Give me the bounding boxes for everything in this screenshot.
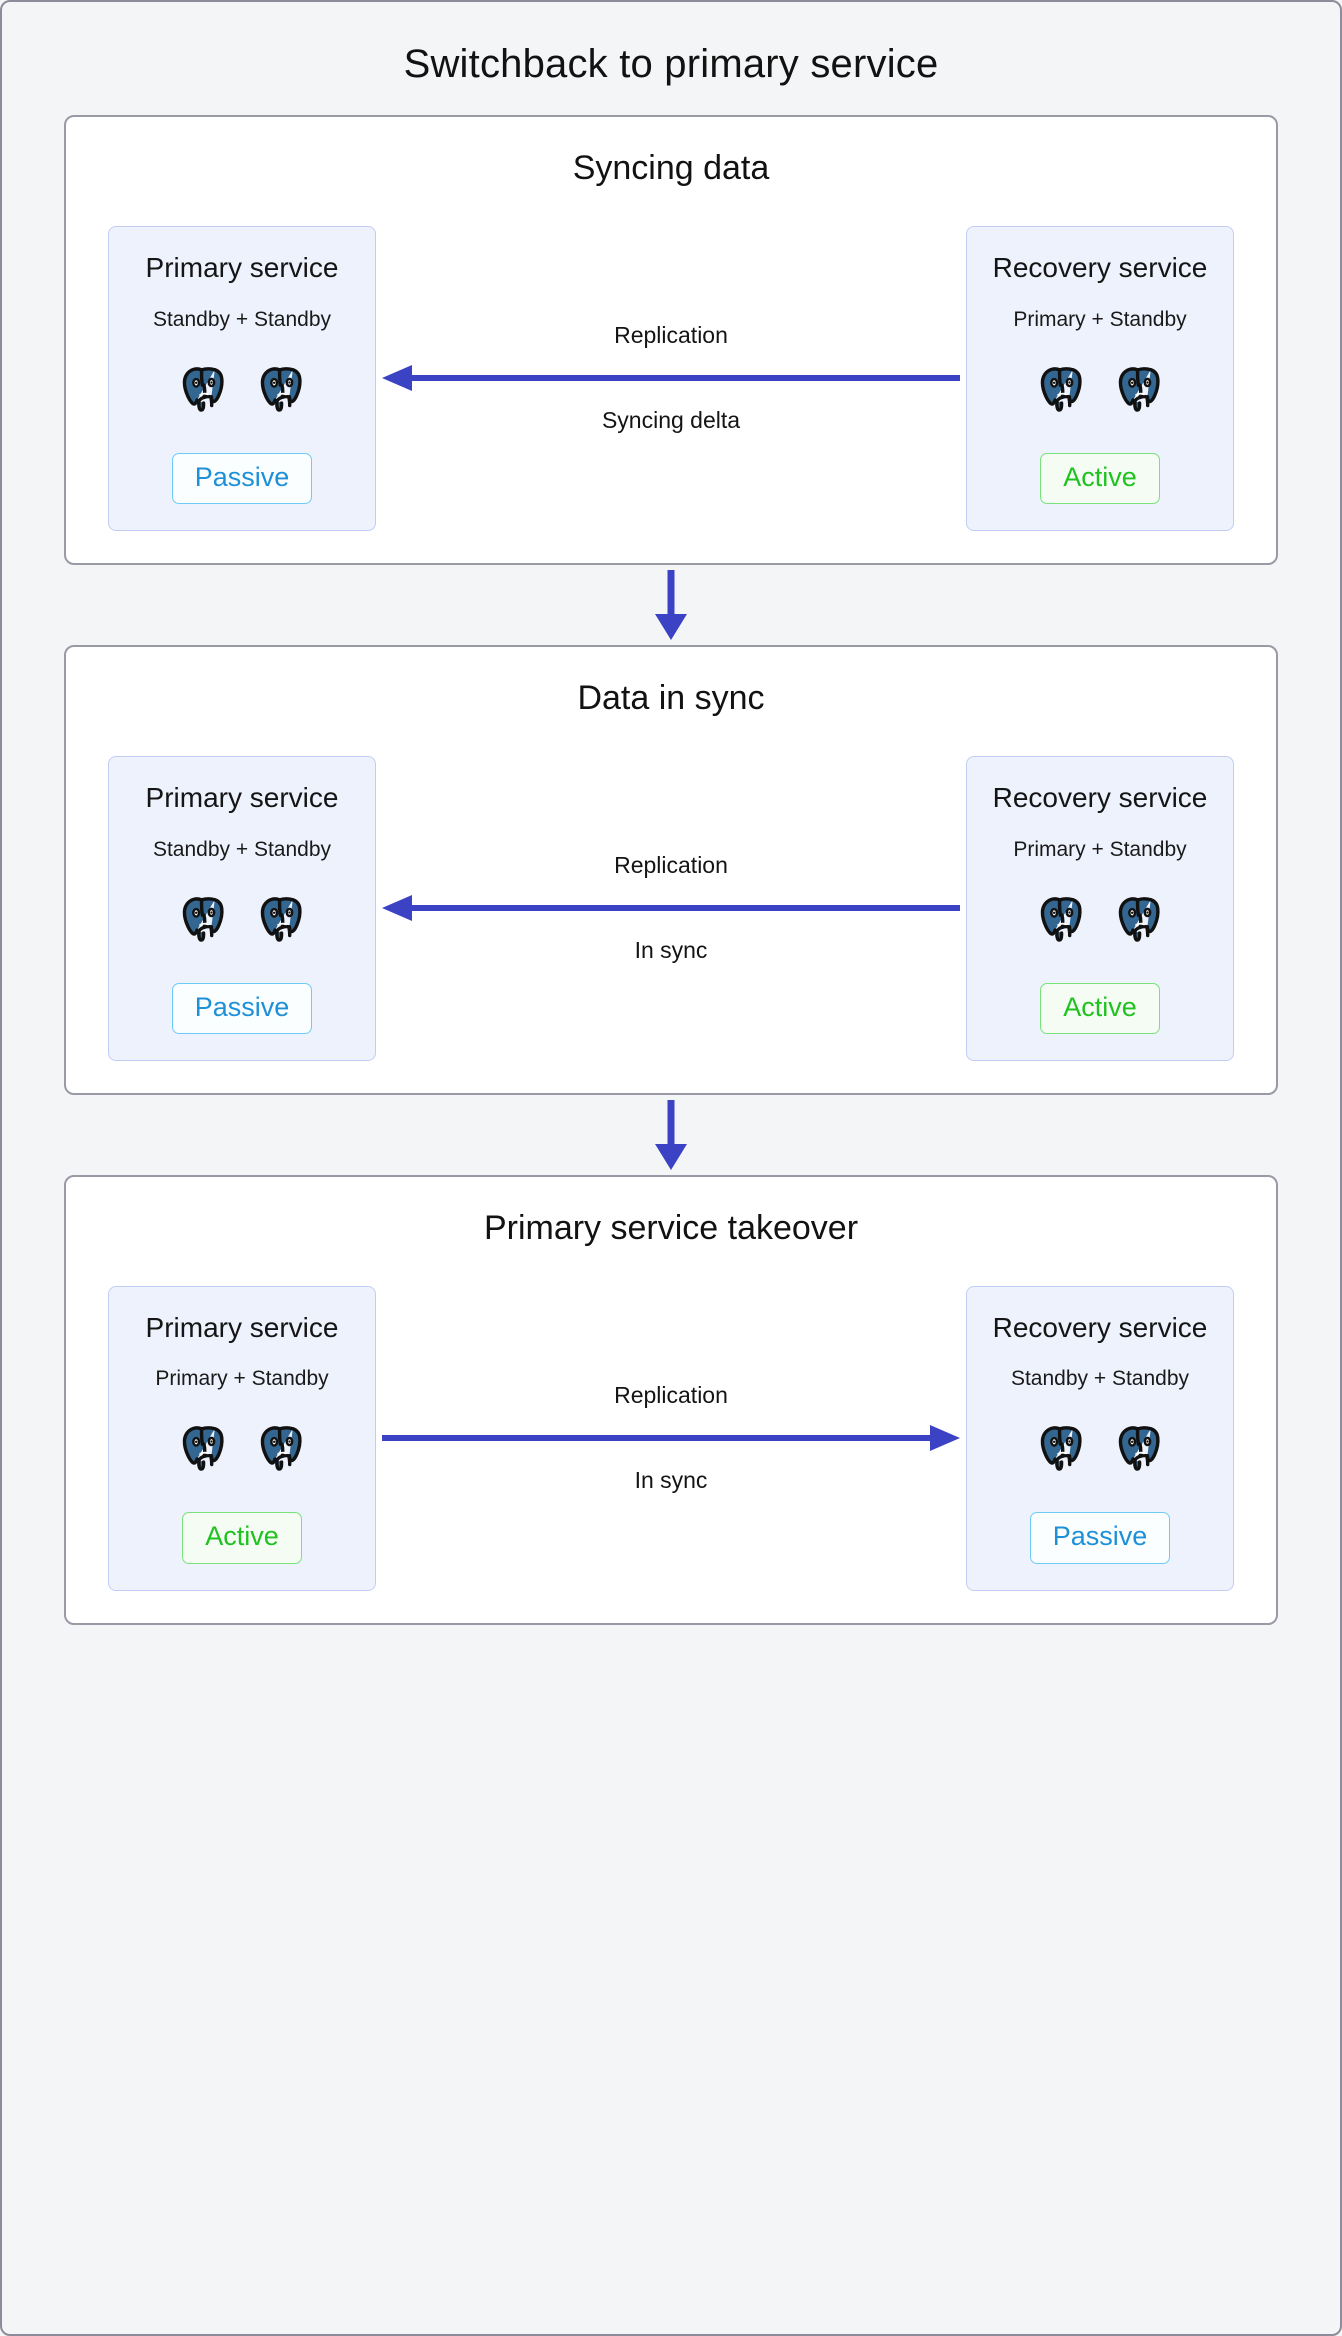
panel-stack: Syncing data Primary service Standby + S… (2, 115, 1340, 1625)
status-badge: Active (182, 1512, 302, 1564)
node-list (1035, 892, 1165, 949)
replication-status-label: In sync (634, 1467, 708, 1494)
service-roles: Primary + Standby (155, 1367, 329, 1391)
stage-body: Primary service Primary + Standby Active… (66, 1285, 1276, 1591)
step-transition-1 (64, 565, 1278, 645)
arrow-left-icon (382, 365, 960, 392)
arrow-right-icon (382, 1425, 960, 1452)
service-card-primary[interactable]: Primary service Primary + Standby Active (108, 1285, 376, 1591)
postgres-elephant-icon (1113, 362, 1165, 419)
replication-connector: Replication In sync (376, 1286, 966, 1591)
node-list (177, 892, 307, 949)
replication-connector: Replication Syncing delta (376, 226, 966, 531)
replication-label: Replication (614, 1382, 728, 1409)
stage-panel-primary-takeover: Primary service takeover Primary service… (64, 1174, 1278, 1625)
step-transition-2 (64, 1095, 1278, 1175)
node-list (1035, 362, 1165, 419)
replication-status-label: In sync (634, 937, 708, 964)
postgres-elephant-icon (177, 1421, 229, 1478)
service-roles: Standby + Standby (152, 837, 332, 861)
postgres-elephant-icon (177, 892, 229, 949)
service-roles: Standby + Standby (1010, 1367, 1190, 1391)
postgres-elephant-icon (1035, 362, 1087, 419)
service-roles: Primary + Standby (1013, 307, 1187, 331)
postgres-elephant-icon (1035, 892, 1087, 949)
service-card-recovery[interactable]: Recovery service Primary + Standby Activ… (966, 755, 1234, 1061)
replication-status-label: Syncing delta (601, 407, 741, 434)
service-name: Recovery service (992, 1311, 1208, 1343)
stage-title: Data in sync (577, 678, 765, 717)
status-badge: Passive (1029, 1512, 1171, 1564)
postgres-elephant-icon (255, 892, 307, 949)
service-card-primary[interactable]: Primary service Standby + Standby Passiv… (108, 755, 376, 1061)
node-list (177, 1421, 307, 1478)
stage-body: Primary service Standby + Standby Passiv… (66, 226, 1276, 531)
stage-title: Primary service takeover (483, 1208, 859, 1247)
postgres-elephant-icon (1035, 1421, 1087, 1478)
status-badge: Active (1040, 982, 1160, 1034)
stage-title: Syncing data (572, 149, 770, 187)
arrow-left-icon (382, 895, 960, 922)
service-roles: Standby + Standby (152, 307, 332, 331)
service-card-primary[interactable]: Primary service Standby + Standby Passiv… (108, 226, 376, 531)
arrow-down-icon (651, 569, 691, 640)
replication-label: Replication (614, 852, 728, 879)
service-name: Recovery service (992, 781, 1208, 813)
postgres-elephant-icon (177, 362, 229, 419)
service-name: Primary service (145, 1311, 339, 1343)
postgres-elephant-icon (1113, 1421, 1165, 1478)
status-badge: Active (1040, 452, 1160, 504)
postgres-elephant-icon (1113, 892, 1165, 949)
postgres-elephant-icon (255, 1421, 307, 1478)
node-list (1035, 1421, 1165, 1478)
stage-body: Primary service Standby + Standby Passiv… (66, 755, 1276, 1061)
postgres-elephant-icon (255, 362, 307, 419)
service-card-recovery[interactable]: Recovery service Standby + Standby Passi… (966, 1285, 1234, 1591)
service-roles: Primary + Standby (1013, 837, 1187, 861)
service-name: Recovery service (992, 252, 1208, 283)
arrow-down-icon (651, 1099, 691, 1170)
replication-connector: Replication In sync (376, 756, 966, 1061)
replication-label: Replication (614, 322, 728, 349)
status-badge: Passive (171, 452, 313, 504)
service-name: Primary service (145, 252, 339, 283)
status-badge: Passive (171, 982, 313, 1034)
node-list (177, 362, 307, 419)
service-name: Primary service (145, 781, 339, 813)
page-title: Switchback to primary service (403, 42, 939, 86)
stage-panel-syncing-data: Syncing data Primary service Standby + S… (64, 115, 1278, 565)
stage-panel-data-in-sync: Data in sync Primary service Standby + S… (64, 644, 1278, 1095)
service-card-recovery[interactable]: Recovery service Primary + Standby Activ… (966, 226, 1234, 531)
